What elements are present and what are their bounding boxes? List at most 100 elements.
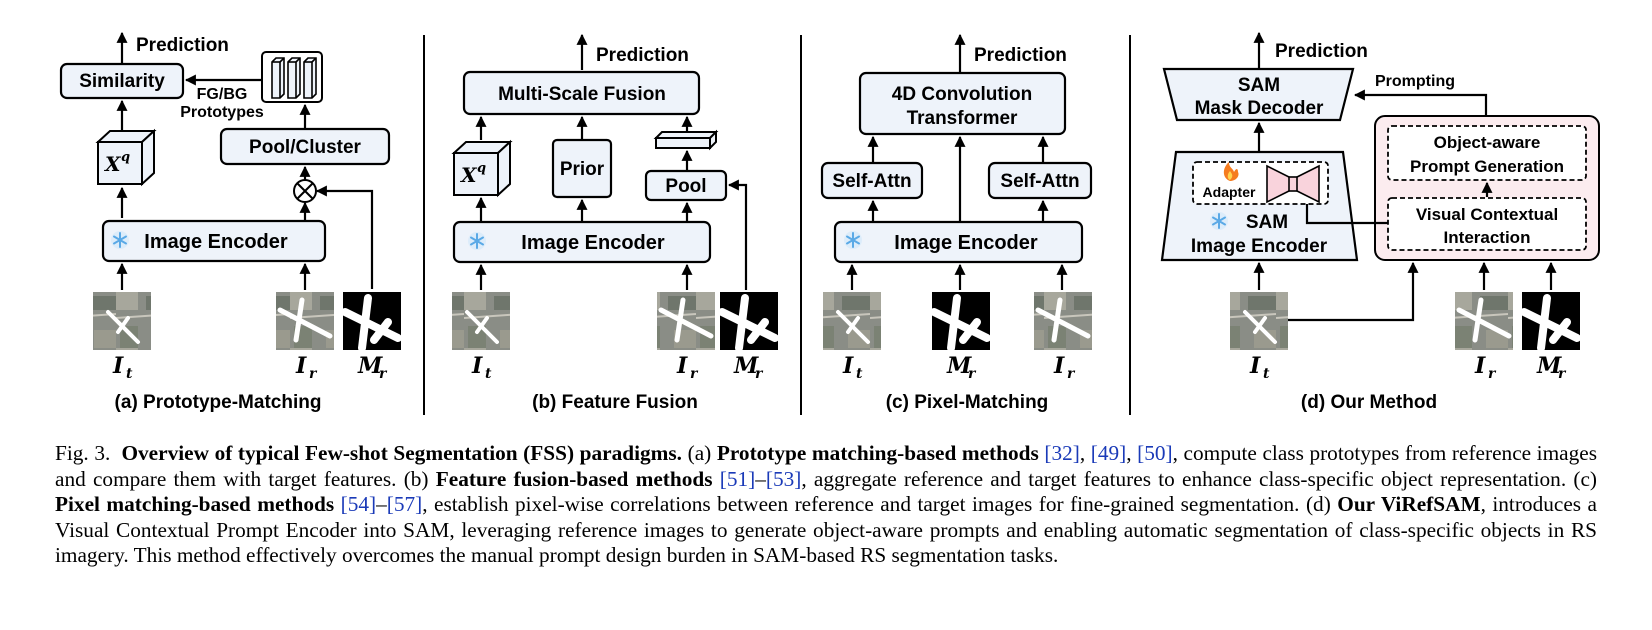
snowflake-icon bbox=[110, 230, 130, 250]
4d-conv-label: 4D Convolution bbox=[892, 84, 1032, 105]
binary-mask-thumbnail bbox=[718, 292, 779, 352]
aerial-image-thumbnail bbox=[657, 292, 715, 350]
caption-text-c: , establish pixel-wise correlations betw… bbox=[422, 492, 1300, 516]
similarity-box bbox=[59, 62, 185, 100]
binary-mask-thumbnail bbox=[1520, 292, 1581, 352]
prompt-generation-box bbox=[1387, 125, 1587, 181]
panel-title: (b) Feature Fusion bbox=[532, 392, 698, 413]
input-sub: t bbox=[856, 366, 863, 382]
panel-title: (a) Prototype-Matching bbox=[115, 392, 322, 413]
pool-label: Pool bbox=[665, 176, 706, 197]
pooled-vector-icon bbox=[653, 129, 719, 151]
xq-label: X bbox=[459, 163, 478, 187]
multi-scale-fusion-box bbox=[462, 70, 701, 116]
aerial-image-thumbnail bbox=[1455, 292, 1513, 350]
input-label-ir: I bbox=[1053, 353, 1065, 379]
aerial-image-thumbnail bbox=[452, 292, 510, 350]
feature-cube-icon bbox=[95, 128, 157, 187]
prototypes-label: Prototypes bbox=[180, 104, 264, 121]
aerial-image-thumbnail bbox=[1034, 292, 1092, 350]
encoder-label-1: SAM bbox=[1246, 212, 1288, 233]
prompt-gen-label-2: Prompt Generation bbox=[1410, 157, 1564, 176]
panel-d-our-method: Prediction SAM Mask Decoder Prompting Ad… bbox=[1160, 31, 1600, 413]
caption-fig-number: Fig. 3. bbox=[55, 441, 111, 465]
input-label-it: I bbox=[1249, 353, 1261, 379]
input-label-ir: I bbox=[1474, 353, 1486, 379]
flame-icon bbox=[1223, 162, 1239, 181]
input-sub: r bbox=[1558, 366, 1567, 382]
prior-label: Prior bbox=[560, 159, 605, 180]
self-attn-label: Self-Attn bbox=[832, 171, 911, 192]
image-encoder-label: Image Encoder bbox=[521, 232, 665, 254]
prior-box bbox=[551, 138, 613, 199]
input-label-mr: M bbox=[1536, 353, 1562, 379]
input-sub: r bbox=[1067, 366, 1076, 382]
input-sub: t bbox=[126, 366, 133, 382]
self-attn-right-box bbox=[987, 161, 1093, 200]
aerial-image-thumbnail bbox=[93, 292, 151, 350]
feature-cube-icon bbox=[451, 139, 513, 198]
4d-conv-transformer-box bbox=[858, 71, 1067, 136]
input-label-it: I bbox=[842, 353, 854, 379]
snowflake-icon bbox=[1209, 211, 1229, 231]
aerial-image-thumbnail bbox=[1230, 292, 1288, 350]
xq-superscript: q bbox=[477, 161, 486, 176]
input-sub: t bbox=[1263, 366, 1270, 382]
input-sub: r bbox=[690, 366, 699, 382]
citation-link[interactable]: [53] bbox=[765, 466, 802, 491]
caption-label-b: (b) bbox=[403, 466, 429, 491]
image-encoder-box bbox=[101, 219, 327, 263]
transformer-label: Transformer bbox=[907, 108, 1018, 129]
caption-label-c: (c) bbox=[1573, 466, 1598, 491]
input-sub: r bbox=[968, 366, 977, 382]
caption-label-a: (a) bbox=[687, 441, 712, 465]
input-sub: t bbox=[485, 366, 492, 382]
prediction-label: Prediction bbox=[974, 45, 1067, 66]
prompt-gen-label-1: Object-aware bbox=[1434, 133, 1541, 152]
xq-label: X bbox=[103, 152, 122, 176]
image-encoder-box bbox=[833, 220, 1084, 264]
caption-label-d: (d) bbox=[1305, 492, 1331, 516]
panel-c-pixel-matching: Prediction 4D Convolution Transformer Se… bbox=[820, 33, 1093, 413]
caption-text-a: , compute class prototypes from referenc… bbox=[55, 441, 1598, 491]
image-encoder-label: Image Encoder bbox=[894, 232, 1038, 254]
citation-link[interactable]: [32] bbox=[1044, 441, 1080, 465]
input-sub: r bbox=[379, 366, 388, 382]
input-sub: r bbox=[755, 366, 764, 382]
pool-box bbox=[644, 169, 728, 202]
aerial-image-thumbnail bbox=[823, 292, 881, 350]
panel-b-feature-fusion: Prediction Multi-Scale Fusion X q Prior … bbox=[451, 33, 779, 413]
pool-cluster-box bbox=[219, 127, 391, 166]
prediction-label: Prediction bbox=[136, 35, 229, 56]
input-label-mr: M bbox=[946, 353, 972, 379]
input-label-ir: I bbox=[676, 353, 688, 379]
figure-caption: Fig. 3. Overview of typical Few-shot Seg… bbox=[55, 441, 1598, 567]
decoder-label-1: SAM bbox=[1238, 75, 1280, 96]
self-attn-left-box bbox=[820, 161, 924, 200]
caption-bold-c: Pixel matching-based methods bbox=[55, 492, 335, 516]
citation-link[interactable]: [50] bbox=[1137, 441, 1173, 465]
input-label-it: I bbox=[112, 353, 124, 379]
input-label-mr: M bbox=[357, 353, 383, 379]
input-label-mr: M bbox=[733, 353, 759, 379]
input-label-ir: I bbox=[295, 353, 307, 379]
multiply-circle-icon bbox=[293, 179, 317, 203]
citation-link[interactable]: [57] bbox=[386, 492, 423, 516]
prediction-label: Prediction bbox=[1275, 41, 1368, 62]
panel-a-prototype-matching: Prediction Similarity FG/BG Prototypes X… bbox=[59, 31, 402, 413]
prompting-label: Prompting bbox=[1375, 73, 1455, 90]
vci-label-1: Visual Contextual bbox=[1416, 205, 1558, 224]
fgbg-label: FG/BG bbox=[197, 86, 248, 103]
decoder-label-2: Mask Decoder bbox=[1195, 98, 1324, 119]
self-attn-label: Self-Attn bbox=[1000, 171, 1079, 192]
pool-cluster-label: Pool/Cluster bbox=[249, 137, 362, 158]
citation-link[interactable]: [49] bbox=[1090, 441, 1127, 465]
bowtie-adapter-icon bbox=[1266, 164, 1320, 204]
citation-link[interactable]: [54] bbox=[340, 492, 377, 516]
image-encoder-label: Image Encoder bbox=[144, 231, 288, 253]
caption-text-d: , introduces a Visual Contextual Prompt … bbox=[55, 492, 1597, 567]
vci-label-2: Interaction bbox=[1444, 228, 1531, 247]
prototype-bars-icon bbox=[261, 51, 323, 103]
snowflake-icon bbox=[467, 231, 487, 251]
citation-link[interactable]: [51] bbox=[719, 466, 756, 491]
